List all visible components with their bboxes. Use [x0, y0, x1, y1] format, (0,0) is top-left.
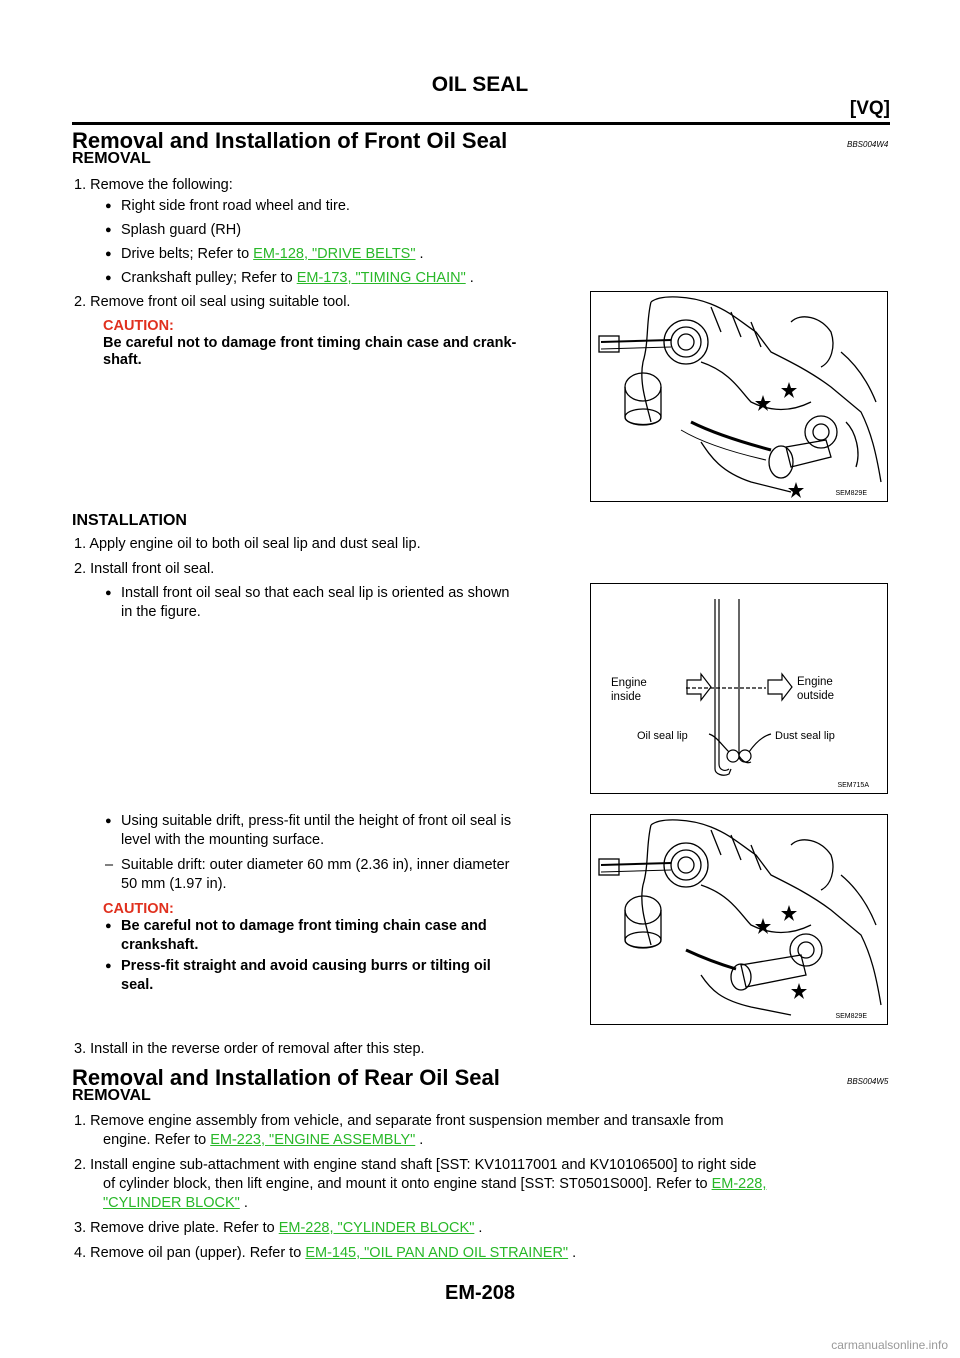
oil-seal-lip-label: Oil seal lip [637, 730, 688, 742]
bullet-icon: ● [105, 200, 112, 212]
rear-step-4: 4. Remove oil pan (upper). Refer to EM-1… [74, 1245, 577, 1261]
cylinder-block-link[interactable]: EM-228, [711, 1176, 767, 1192]
engine-inside-label-2: inside [611, 691, 641, 703]
front-removal-heading: REMOVAL [72, 150, 151, 167]
caution-label-2: CAUTION: [103, 901, 174, 917]
cylinder-block-link-2[interactable]: EM-228, "CYLINDER BLOCK" [278, 1220, 475, 1236]
bullet-icon: ● [105, 224, 112, 236]
caution-label: CAUTION: [103, 318, 174, 334]
bullet-icon: ● [105, 587, 112, 599]
install-bullet-2b: level with the mounting surface. [121, 832, 325, 848]
drive-belts-link[interactable]: EM-128, "DRIVE BELTS" [253, 246, 416, 262]
install-bullet-2a: Using suitable drift, press-fit until th… [121, 813, 512, 829]
install-step-2: 2. Install front oil seal. [74, 561, 215, 577]
caution-2b: Press-fit straight and avoid causing bur… [121, 958, 491, 974]
seal-install-figure: SEM829E [590, 814, 888, 1025]
cylinder-block-link-cont[interactable]: "CYLINDER BLOCK" [103, 1195, 240, 1211]
header-rule [72, 122, 890, 125]
front-bullet-2: Splash guard (RH) [121, 222, 242, 238]
engine-drawing [598, 296, 882, 498]
rear-seal-heading: Removal and Installation of Rear Oil Sea… [72, 1065, 500, 1090]
caution-text-cont: shaft. [103, 352, 142, 368]
bullet-icon: ● [105, 960, 112, 972]
page-title: OIL SEAL [431, 73, 529, 96]
bullet-icon: ● [105, 272, 112, 284]
front-bullet-4: Crankshaft pulley; Refer to EM-173, "TIM… [121, 270, 474, 286]
rear-step-2c: "CYLINDER BLOCK" . [103, 1195, 248, 1211]
front-seal-code: BBS004W4 [847, 140, 889, 149]
caution-2b-cont: seal. [121, 977, 154, 993]
engine-outside-label: Engine [797, 676, 833, 688]
rear-step-2b: of cylinder block, then lift engine, and… [103, 1176, 767, 1192]
site-watermark[interactable]: carmanualsonline.info [831, 1338, 948, 1352]
front-step-1: 1. Remove the following: [74, 177, 233, 193]
section-label: [VQ] [849, 98, 890, 119]
engine-drawing [598, 819, 882, 1016]
rear-step-1b: engine. Refer to EM-223, "ENGINE ASSEMBL… [103, 1132, 424, 1148]
figure-code: SEM829E [835, 490, 867, 497]
front-bullet-1: Right side front road wheel and tire. [121, 198, 350, 214]
page-number: EM-208 [444, 1282, 516, 1304]
install-step-3: 3. Install in the reverse order of remov… [74, 1041, 425, 1057]
front-step-2: 2. Remove front oil seal using suitable … [74, 294, 351, 310]
rear-seal-code: BBS004W5 [847, 1077, 889, 1086]
caution-2a: Be careful not to damage front timing ch… [121, 918, 487, 934]
install-bullet-1a: Install front oil seal so that each seal… [121, 585, 510, 601]
rear-step-2a: 2. Install engine sub-attachment with en… [74, 1157, 757, 1173]
installation-heading: INSTALLATION [72, 512, 187, 529]
engine-assembly-link[interactable]: EM-223, "ENGINE ASSEMBLY" [210, 1132, 416, 1148]
drift-spec: Suitable drift: outer diameter 60 mm (2.… [121, 857, 510, 873]
bullet-icon: ● [105, 815, 112, 827]
caution-2a-cont: crankshaft. [121, 937, 199, 953]
dust-seal-lip-label: Dust seal lip [775, 730, 835, 742]
rear-step-3: 3. Remove drive plate. Refer to EM-228, … [74, 1220, 483, 1236]
seal-removal-figure: SEM829E [590, 291, 888, 502]
figure-code: SEM715A [837, 782, 869, 789]
front-bullet-3: Drive belts; Refer to EM-128, "DRIVE BEL… [121, 246, 424, 262]
timing-chain-link[interactable]: EM-173, "TIMING CHAIN" [296, 270, 466, 286]
engine-inside-label: Engine [611, 677, 647, 689]
dash-icon: – [105, 857, 114, 873]
install-step-1: 1. Apply engine oil to both oil seal lip… [74, 536, 421, 552]
drift-spec-cont: 50 mm (1.97 in). [121, 876, 227, 892]
seal-lip-diagram: Engine inside Engine outside Oil seal li… [611, 599, 835, 776]
oil-pan-link[interactable]: EM-145, "OIL PAN AND OIL STRAINER" [305, 1245, 569, 1261]
install-bullet-1b: in the figure. [121, 604, 201, 620]
bullet-icon: ● [105, 920, 112, 932]
bullet-icon: ● [105, 248, 112, 260]
seal-lip-orientation-figure: Engine inside Engine outside Oil seal li… [590, 583, 888, 794]
rear-removal-heading: REMOVAL [72, 1087, 151, 1104]
rear-step-1a: 1. Remove engine assembly from vehicle, … [74, 1113, 724, 1129]
figure-code: SEM829E [835, 1013, 867, 1020]
caution-text: Be careful not to damage front timing ch… [103, 335, 517, 351]
engine-outside-label-2: outside [797, 690, 834, 702]
front-seal-heading: Removal and Installation of Front Oil Se… [72, 128, 508, 153]
